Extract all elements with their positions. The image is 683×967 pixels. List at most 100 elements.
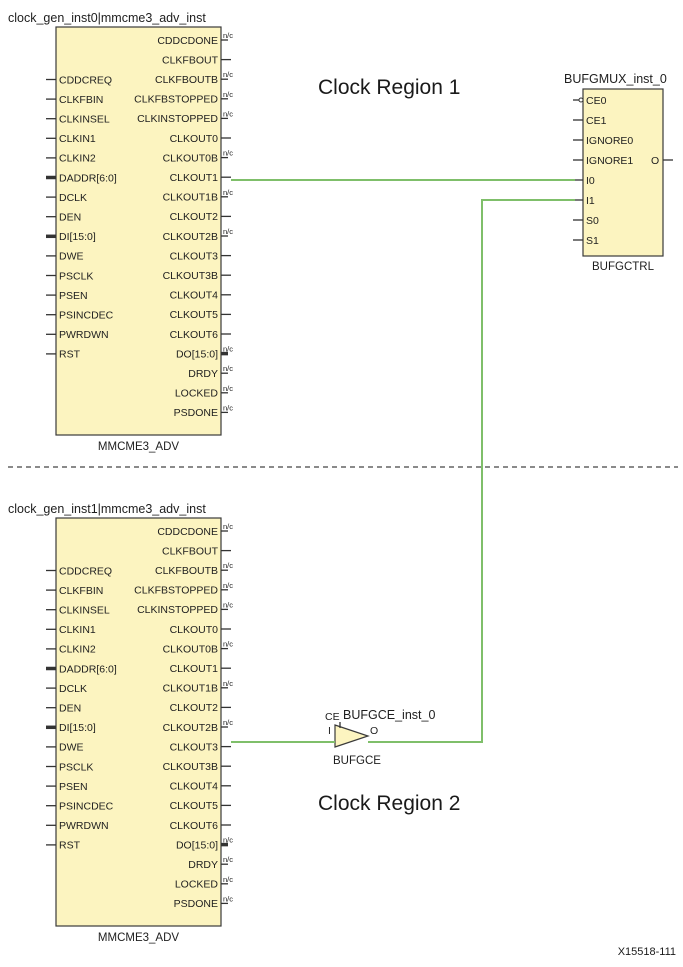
mmcm-0-pin-clkout6: CLKOUT6 <box>170 329 219 341</box>
mmcm-0-pin-di150: DI[15:0] <box>59 231 96 243</box>
mmcm-0-nc-label: n/c <box>223 364 233 373</box>
mmcm-0-pin-drdy: DRDY <box>188 368 218 380</box>
bufgmux-instance-name: BUFGMUX_inst_0 <box>564 72 667 86</box>
mmcm-1-nc-label: n/c <box>223 679 233 688</box>
bufgmux-block[interactable]: BUFGMUX_inst_0 BUFGCTRL CE0CE1IGNORE0IGN… <box>564 72 673 273</box>
mmcm-1-instance-name: clock_gen_inst1|mmcme3_adv_inst <box>8 502 206 516</box>
mmcm-1-pin-clkout6: CLKOUT6 <box>170 820 219 832</box>
bufgce-triangle <box>334 724 370 748</box>
bufgce-ce-pin: CE <box>325 711 340 723</box>
mmcm-1-pin-den: DEN <box>59 703 81 715</box>
bufgmux-pin-ce1: CE1 <box>586 115 607 127</box>
mmcm-1-pin-clkfboutb: CLKFBOUTB <box>155 565 218 577</box>
mmcm-0-pin-clkfbout: CLKFBOUT <box>162 54 219 66</box>
mmcm-1-nc-label: n/c <box>223 561 233 570</box>
mmcm-1-pin-clkinstopped: CLKINSTOPPED <box>137 604 218 616</box>
mmcm-1-pin-cddcreq: CDDCREQ <box>59 565 112 577</box>
mmcm-0-pin-psdone: PSDONE <box>174 407 218 419</box>
mmcm-1-pin-psdone: PSDONE <box>174 898 218 910</box>
bufgce-o-pin: O <box>370 725 378 737</box>
mmcm-1-pin-rst: RST <box>59 840 81 852</box>
mmcm-0-pin-daddr60: DADDR[6:0] <box>59 172 117 184</box>
mmcm-0-pin-clkinstopped: CLKINSTOPPED <box>137 113 218 125</box>
mmcm-0-pin-dwe: DWE <box>59 251 84 263</box>
mmcm-0-pin-psincdec: PSINCDEC <box>59 310 114 322</box>
mmcm-0-pin-clkout0: CLKOUT0 <box>170 133 219 145</box>
mmcm-0-pin-cddcreq: CDDCREQ <box>59 74 112 86</box>
mmcm-0-pin-clkfboutb: CLKFBOUTB <box>155 74 218 86</box>
mmcm-0-pin-clkout1b: CLKOUT1B <box>163 192 218 204</box>
bufgce-instance-name: BUFGCE_inst_0 <box>343 708 435 722</box>
mmcm-1-pin-clkout3b: CLKOUT3B <box>163 761 218 773</box>
mmcm-0-pin-den: DEN <box>59 212 81 224</box>
mmcm-1-pin-clkout4: CLKOUT4 <box>170 781 219 793</box>
mmcm-0-nc-label: n/c <box>223 384 233 393</box>
mmcm-0-pin-clkout5: CLKOUT5 <box>170 309 219 321</box>
mmcm-0-nc-label: n/c <box>223 227 233 236</box>
mmcm-block-0[interactable]: clock_gen_inst0|mmcme3_adv_inst MMCME3_A… <box>8 11 233 453</box>
mmcm-1-cell-name: MMCME3_ADV <box>98 932 179 944</box>
bufgce-block[interactable]: CE I BUFGCE_inst_0 O BUFGCE <box>325 708 435 767</box>
mmcm-0-pin-clkout3b: CLKOUT3B <box>163 270 218 282</box>
mmcm-0-pin-clkout0b: CLKOUT0B <box>163 152 218 164</box>
figure-id: X15518-111 <box>618 946 676 958</box>
bufgmux-inversion-bubble <box>578 97 584 103</box>
bufgmux-pin-s0: S0 <box>586 215 599 227</box>
mmcm-1-pin-clkout2b: CLKOUT2B <box>163 722 218 734</box>
mmcm-1-pin-psincdec: PSINCDEC <box>59 801 114 813</box>
mmcm-1-pin-clkout2: CLKOUT2 <box>170 702 219 714</box>
mmcm-1-pin-drdy: DRDY <box>188 859 218 871</box>
mmcm-1-pin-clkfbout: CLKFBOUT <box>162 545 219 557</box>
mmcm-1-pin-cddcdone: CDDCDONE <box>157 526 218 538</box>
mmcm-1-pin-clkfbstopped: CLKFBSTOPPED <box>134 585 218 597</box>
bufgmux-body <box>582 88 664 257</box>
mmcm-1-pin-di150: DI[15:0] <box>59 722 96 734</box>
wire-bufgce-to-i1 <box>368 199 575 743</box>
mmcm-0-nc-label: n/c <box>223 403 233 412</box>
mmcm-0-pin-clkin1: CLKIN1 <box>59 133 96 145</box>
mmcm-0-pin-locked: LOCKED <box>175 388 219 400</box>
mmcm-1-pin-dwe: DWE <box>59 742 84 754</box>
mmcm-0-pin-clkin2: CLKIN2 <box>59 153 96 165</box>
mmcm-0-pin-clkfbstopped: CLKFBSTOPPED <box>134 94 218 106</box>
mmcm-1-nc-label: n/c <box>223 640 233 649</box>
mmcm-1-pin-dclk: DCLK <box>59 683 87 695</box>
mmcm-1-pin-do150: DO[15:0] <box>176 839 218 851</box>
mmcm-1-pin-locked: LOCKED <box>175 879 219 891</box>
bufgmux-cell-name: BUFGCTRL <box>592 261 655 273</box>
mmcm-1-nc-label: n/c <box>223 894 233 903</box>
mmcm-0-pin-rst: RST <box>59 349 81 361</box>
mmcm-0-pin-clkout2: CLKOUT2 <box>170 211 219 223</box>
mmcm-1-nc-label: n/c <box>223 581 233 590</box>
clock-region-1-label: Clock Region 1 <box>318 76 460 99</box>
mmcm-0-pin-psclk: PSCLK <box>59 270 93 282</box>
mmcm-1-nc-label: n/c <box>223 718 233 727</box>
mmcm-1-pin-pwrdwn: PWRDWN <box>59 820 109 832</box>
mmcm-1-pin-clkfbin: CLKFBIN <box>59 585 103 597</box>
mmcm-1-nc-label: n/c <box>223 855 233 864</box>
mmcm-1-pin-clkout3: CLKOUT3 <box>170 741 219 753</box>
mmcm-0-pin-clkfbin: CLKFBIN <box>59 94 103 106</box>
mmcm-1-pin-clkin1: CLKIN1 <box>59 624 96 636</box>
mmcm-1-pin-clkout0: CLKOUT0 <box>170 624 219 636</box>
mmcm-1-nc-label: n/c <box>223 836 233 845</box>
mmcm-0-nc-label: n/c <box>223 70 233 79</box>
mmcm-0-pin-clkinsel: CLKINSEL <box>59 114 110 126</box>
bufgmux-pin-ce0: CE0 <box>586 95 607 107</box>
mmcm-0-nc-label: n/c <box>223 149 233 158</box>
mmcm-0-pin-clkout4: CLKOUT4 <box>170 290 219 302</box>
mmcm-block-1[interactable]: clock_gen_inst1|mmcme3_adv_inst MMCME3_A… <box>8 502 233 944</box>
mmcm-0-pin-clkout2b: CLKOUT2B <box>163 231 218 243</box>
clock-wires <box>231 179 575 743</box>
mmcm-1-pin-clkin2: CLKIN2 <box>59 644 96 656</box>
bufgmux-pin-ignore0: IGNORE0 <box>586 135 633 147</box>
mmcm-1-pin-clkout1b: CLKOUT1B <box>163 683 218 695</box>
mmcm-0-pin-cddcdone: CDDCDONE <box>157 35 218 47</box>
mmcm-1-pin-clkinsel: CLKINSEL <box>59 605 110 617</box>
mmcm-0-nc-label: n/c <box>223 109 233 118</box>
bufgmux-pin-s1: S1 <box>586 235 599 247</box>
mmcm-1-pin-psclk: PSCLK <box>59 761 93 773</box>
mmcm-0-pin-pwrdwn: PWRDWN <box>59 329 109 341</box>
mmcm-1-body <box>55 517 222 927</box>
